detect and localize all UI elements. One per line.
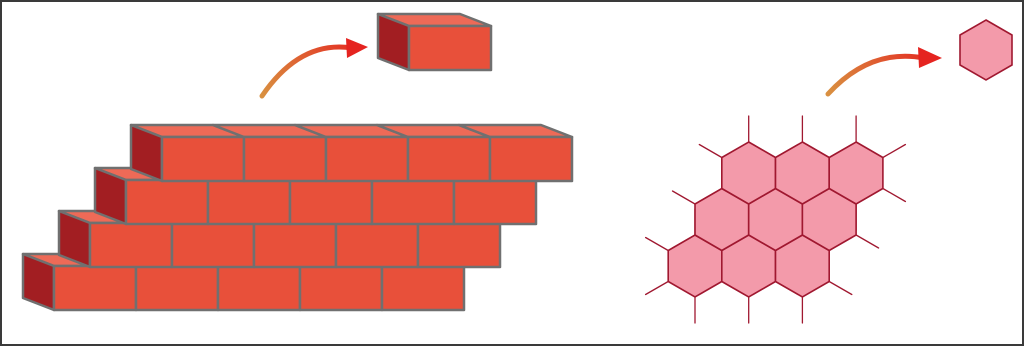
hex-arrow-shaft bbox=[825, 53, 927, 97]
brick bbox=[206, 178, 292, 226]
brick bbox=[416, 221, 502, 269]
single-brick-face bbox=[407, 24, 493, 72]
hex-cell bbox=[828, 141, 884, 205]
brick bbox=[452, 178, 538, 226]
brick-arrow bbox=[259, 38, 368, 99]
single-hexagon bbox=[959, 19, 1013, 81]
brick-row bbox=[129, 123, 574, 183]
hex-grid-line bbox=[882, 143, 907, 159]
brick-wall bbox=[21, 123, 574, 312]
brick bbox=[324, 135, 410, 183]
brick bbox=[160, 135, 246, 183]
brick bbox=[216, 264, 302, 312]
hex-grid-line bbox=[671, 190, 696, 205]
single-brick bbox=[376, 12, 493, 72]
brick bbox=[52, 264, 138, 312]
brick bbox=[124, 178, 210, 226]
brick bbox=[288, 178, 374, 226]
hex-arrow bbox=[825, 47, 942, 97]
brick bbox=[334, 221, 420, 269]
hex-grid-line bbox=[882, 187, 907, 203]
brick bbox=[406, 135, 492, 183]
brick-arrow-head bbox=[346, 38, 368, 58]
brick bbox=[88, 221, 174, 269]
brick bbox=[252, 221, 338, 269]
brick bbox=[298, 264, 384, 312]
hex-grid-line bbox=[855, 234, 880, 249]
outer-frame bbox=[0, 0, 1024, 346]
brick bbox=[488, 135, 574, 183]
hex-grid-line bbox=[644, 236, 669, 252]
brick bbox=[380, 264, 466, 312]
brick bbox=[242, 135, 328, 183]
hex-grid-line bbox=[828, 280, 853, 296]
brick bbox=[134, 264, 220, 312]
brick-arrow-shaft bbox=[259, 44, 355, 99]
brick bbox=[370, 178, 456, 226]
hex-arrow-head bbox=[918, 47, 942, 68]
brick bbox=[170, 221, 256, 269]
hex-grid-line bbox=[698, 143, 723, 159]
hexagon-grid bbox=[644, 115, 907, 324]
hex-grid-line bbox=[644, 280, 669, 296]
